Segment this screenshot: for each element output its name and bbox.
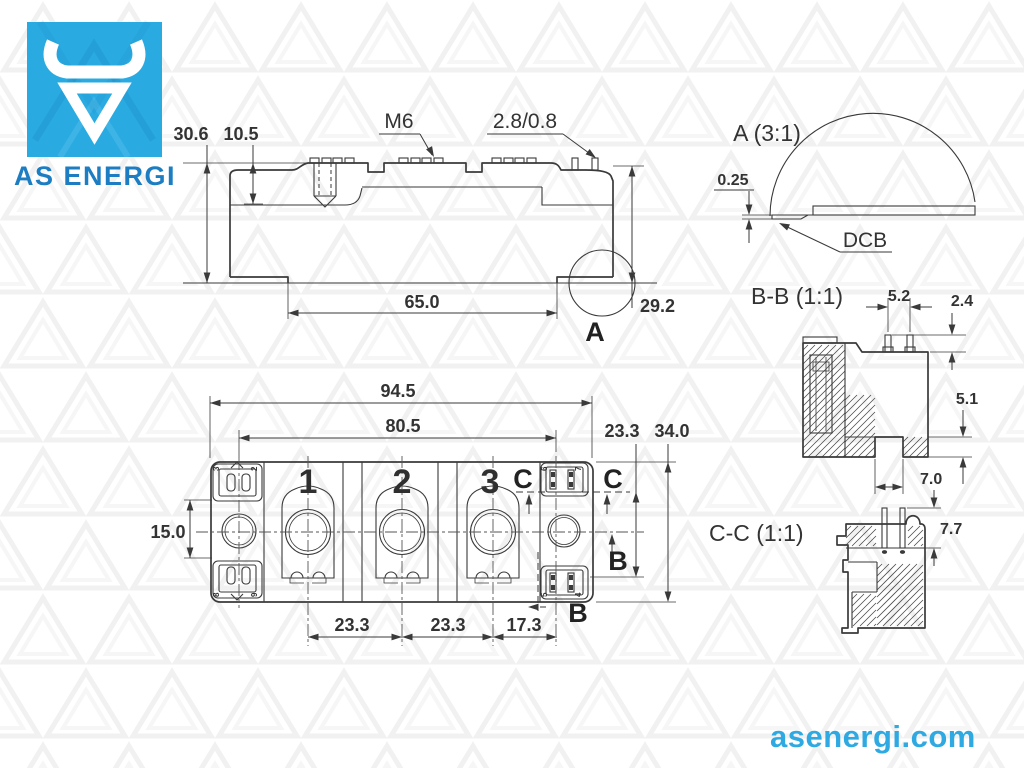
dim-height-total: 30.6	[173, 124, 208, 144]
dim-pin-pitch: 5.2	[888, 288, 910, 305]
cell-3-number: 3	[481, 463, 500, 501]
dim-overall-height: 34.0	[654, 421, 689, 441]
cell-1-number: 1	[299, 463, 318, 501]
dim-base-length: 65.0	[404, 292, 439, 312]
section-b-mark-bottom: B	[568, 598, 588, 628]
detail-a-mark: A	[585, 317, 605, 347]
dim-pin-height: 2.4	[951, 293, 973, 310]
arrowheads	[186, 146, 967, 641]
section-cc-title: C-C (1:1)	[709, 520, 804, 546]
m6-screw	[313, 163, 337, 208]
logo-wordmark: AS ENERGI	[14, 161, 176, 191]
cc-pin	[899, 507, 906, 549]
cell-2-number: 2	[393, 463, 412, 501]
module-baseplate	[230, 276, 613, 283]
pin-number: 7	[574, 466, 583, 471]
pin-number: 8	[212, 592, 221, 597]
dim-right-height: 29.2	[640, 296, 675, 316]
pin-number: 4	[574, 592, 583, 597]
dim-inner-width: 80.5	[385, 416, 420, 436]
aux-pin	[591, 157, 599, 171]
section-bb-view: B-B (1:1) 5.2 2.4 5.1 7.0	[751, 283, 978, 494]
bb-contact-slot	[809, 354, 833, 434]
dcb-edge-tab	[771, 214, 813, 220]
pin-number: 2	[250, 466, 259, 471]
dim-overall-width: 94.5	[380, 381, 415, 401]
cc-pin	[881, 507, 888, 549]
right-mounting-hole	[547, 514, 581, 548]
logo: AS ENERGI	[14, 20, 176, 191]
aux-pin	[571, 157, 579, 171]
website-link[interactable]: asenergi.com	[770, 719, 976, 754]
label-pin-size: 2.8/0.8	[493, 110, 557, 133]
dim-terminal-height: 15.0	[150, 522, 185, 542]
dim-pitch-b: 23.3	[430, 615, 465, 635]
pin-number: 5	[540, 592, 549, 597]
connector-bottom-right	[540, 565, 589, 600]
logo-veles-triangle-icon	[57, 82, 132, 145]
dim-step-height: 10.5	[223, 124, 258, 144]
logo-pattern-triangle	[57, 96, 131, 159]
side-view: 30.6 10.5 M6 2.8/0.8 65.0 29.2 A	[173, 110, 675, 347]
pin-number: 6	[540, 466, 549, 471]
section-c-mark-right: C	[603, 464, 623, 494]
cc-hatching	[845, 525, 924, 627]
dim-recess-height: 5.1	[956, 391, 978, 408]
dim-pin-depth: 7.7	[940, 521, 962, 538]
section-bb-title: B-B (1:1)	[751, 283, 843, 309]
cc-outline	[836, 514, 926, 634]
dim-recess-width: 7.0	[920, 471, 942, 488]
connector-top-left	[212, 461, 263, 502]
detail-a-circle	[568, 249, 636, 317]
pin-number: 3	[212, 466, 221, 471]
logo-pattern-triangle	[32, 38, 156, 142]
dim-dcb-thickness: 0.25	[717, 172, 748, 189]
logo-pattern-triangle	[37, 20, 151, 115]
connector-bottom-left	[212, 560, 263, 601]
logo-veles-horns-icon	[43, 39, 146, 79]
dcb-plate	[812, 205, 976, 216]
dim-pitch-a: 23.3	[334, 615, 369, 635]
top-view: 94.5 80.5 23.3 34.0 15.0 23.3 23.3 17.3 …	[150, 381, 690, 646]
section-cc-view: C-C (1:1) 7.7	[709, 490, 962, 634]
label-m6-thread: M6	[384, 110, 413, 133]
label-dcb: DCB	[843, 229, 887, 252]
section-c-mark-left: C	[513, 464, 533, 494]
detail-a-view: A (3:1) 0.25 DCB	[714, 112, 976, 253]
detail-boundary-arc	[769, 112, 976, 217]
section-b-mark-right: B	[608, 546, 628, 576]
terminal-pads	[309, 157, 537, 164]
dim-pitch-c: 17.3	[506, 615, 541, 635]
pin-number: 9	[250, 592, 259, 597]
dim-right-offset: 23.3	[604, 421, 639, 441]
detail-a-title: A (3:1)	[733, 120, 801, 146]
